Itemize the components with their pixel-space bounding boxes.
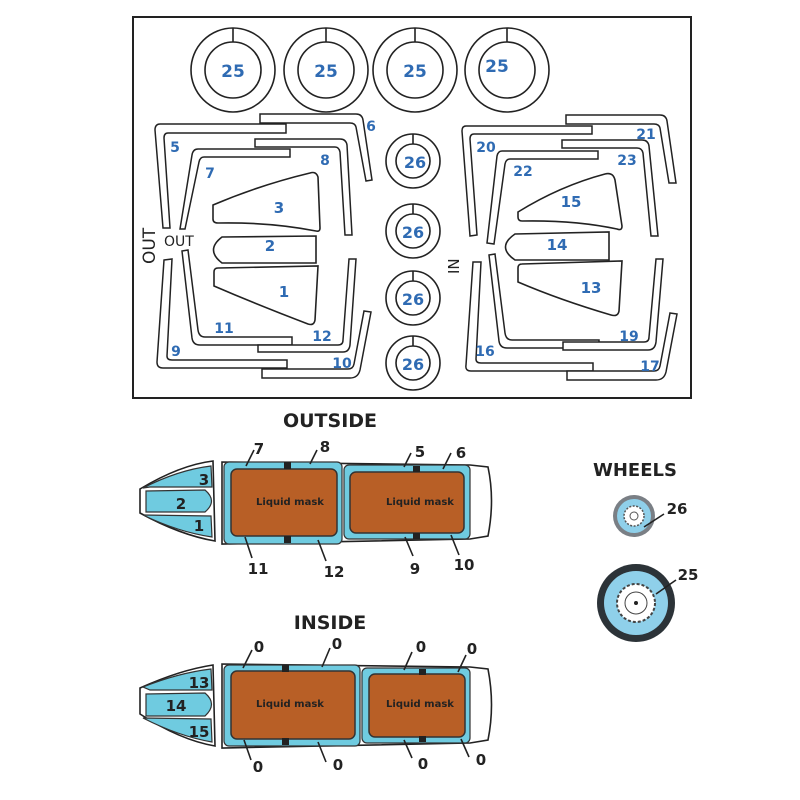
- ring-26-c: 26: [385, 270, 441, 326]
- frame-label-10: 10: [332, 356, 352, 372]
- callout-0: 0: [333, 756, 343, 774]
- nose-label-3: 3: [199, 471, 209, 489]
- right-windows: [504, 172, 623, 317]
- callout-0: 0: [332, 635, 342, 653]
- ring-25-a: 25: [190, 27, 276, 113]
- frame-label-23: 23: [617, 153, 636, 169]
- nose-label-15: 15: [189, 723, 210, 741]
- nose-label-13: 13: [189, 674, 210, 692]
- ring-label: 25: [403, 62, 427, 82]
- frame-label-6: 6: [366, 119, 376, 135]
- ring-label: 26: [402, 223, 424, 242]
- callout-0: 0: [476, 751, 486, 769]
- outside-title: OUTSIDE: [283, 410, 377, 432]
- left-frame-labels: 5 6 7 8 9 10 11 12 3 2 1 OUT OUT: [140, 119, 376, 372]
- callout-12: 12: [324, 563, 345, 581]
- ring-26-d: 26: [385, 335, 441, 391]
- frame-label-19: 19: [619, 329, 638, 345]
- wheel-label-26: 26: [667, 500, 688, 518]
- window-13: [517, 260, 623, 317]
- window-label-2: 2: [265, 237, 275, 255]
- window-label-13: 13: [581, 279, 602, 297]
- callout-0: 0: [418, 755, 428, 773]
- liquid-mask-label: Liquid mask: [386, 699, 454, 710]
- frame-label-11: 11: [214, 321, 233, 337]
- wheel-small: 26: [613, 495, 687, 537]
- right-frame-group: [461, 114, 678, 381]
- frame-label-21: 21: [636, 127, 655, 143]
- callout-0: 0: [416, 638, 426, 656]
- frame-label-7: 7: [205, 166, 215, 182]
- ring-label: 26: [402, 290, 424, 309]
- left-windows: [212, 171, 321, 326]
- side-label-out: OUT: [140, 227, 160, 264]
- frame-label-8: 8: [320, 153, 330, 169]
- callout-10: 10: [454, 556, 475, 574]
- wheel-label-25: 25: [678, 566, 699, 584]
- nose-label-1: 1: [194, 517, 204, 535]
- callout-9: 9: [410, 560, 420, 578]
- ring-26-b: 26: [385, 203, 441, 259]
- window-label-14: 14: [547, 236, 568, 254]
- frame-label-16: 16: [475, 344, 494, 360]
- left-frame-group: [154, 113, 373, 379]
- window-label-3: 3: [274, 199, 284, 217]
- ring-25-b: 25: [283, 27, 369, 113]
- frame-label-5: 5: [170, 140, 180, 156]
- window-2: [212, 235, 317, 264]
- frame-label-12: 12: [312, 329, 331, 345]
- callout-11: 11: [248, 560, 269, 578]
- liquid-mask-label: Liquid mask: [256, 699, 324, 710]
- callout-5: 5: [415, 443, 425, 461]
- window-label-1: 1: [279, 283, 289, 301]
- inner-label-out: OUT: [164, 234, 194, 250]
- window-14: [504, 231, 610, 261]
- ring-25-c: 25: [372, 27, 458, 113]
- wheels-title: WHEELS: [593, 460, 677, 481]
- frame-label-20: 20: [476, 140, 496, 156]
- nose-label-14: 14: [166, 697, 187, 715]
- side-label-in: IN: [445, 258, 463, 274]
- window-label-15: 15: [561, 193, 582, 211]
- callout-7: 7: [254, 440, 264, 458]
- frame-label-17: 17: [640, 359, 659, 375]
- ring-label: 25: [314, 62, 338, 82]
- callout-0: 0: [253, 758, 263, 776]
- callout-0: 0: [467, 640, 477, 658]
- window-15: [517, 172, 623, 231]
- inside-canopy: 13 14 15 Liquid mask Liquid mask 0 0 0 0…: [139, 635, 493, 776]
- liquid-mask-label: Liquid mask: [256, 497, 324, 508]
- nose-label-2: 2: [176, 495, 186, 513]
- inside-title: INSIDE: [294, 612, 366, 634]
- frame-label-9: 9: [171, 344, 181, 360]
- wheel-large: 25: [597, 564, 698, 642]
- ring-label: 26: [404, 153, 426, 172]
- window-3: [212, 171, 321, 232]
- ring-label: 25: [485, 57, 509, 77]
- callout-8: 8: [320, 438, 330, 456]
- liquid-mask-label: Liquid mask: [386, 497, 454, 508]
- right-frame-labels: 20 21 22 23 16 17 19 15 14 13 IN: [445, 127, 660, 375]
- ring-label: 25: [221, 62, 245, 82]
- ring-label: 26: [402, 355, 424, 374]
- ring-26-a: 26: [385, 133, 441, 189]
- ring-25-d: 25: [464, 27, 550, 113]
- window-1: [213, 265, 319, 326]
- callout-0: 0: [254, 638, 264, 656]
- frame-label-22: 22: [513, 164, 532, 180]
- small-wheel-rings: 26 26 26 26: [385, 133, 441, 391]
- large-wheel-rings: 25 25 25 25: [190, 27, 550, 113]
- outside-canopy: 3 2 1 Liquid mask Liquid mask 7 8 5 6 11…: [139, 438, 493, 581]
- callout-6: 6: [456, 444, 466, 462]
